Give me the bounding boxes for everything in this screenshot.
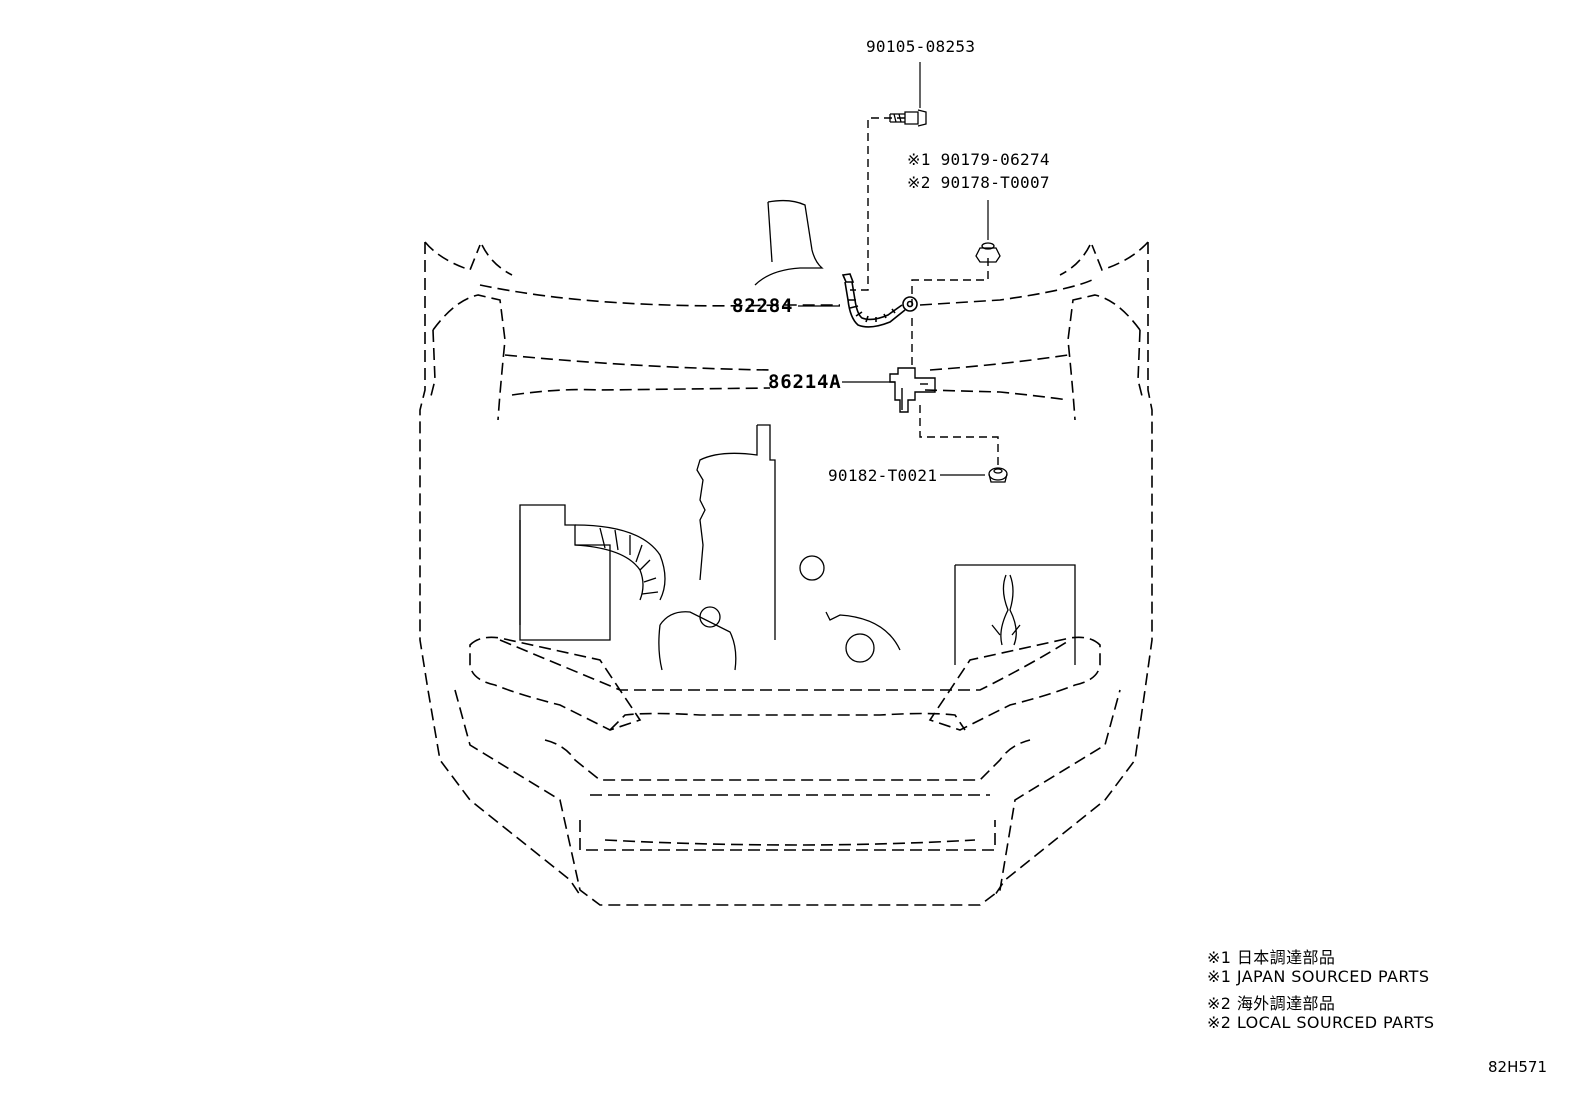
callout-nut-local: ※2 90178-T0007 bbox=[907, 173, 1050, 192]
callout-bolt-90105: 90105-08253 bbox=[866, 37, 976, 56]
vehicle-body-outline bbox=[419, 241, 1153, 906]
legend-line-local-en: ※2 LOCAL SOURCED PARTS bbox=[1207, 1013, 1435, 1032]
legend-line-local-jp: ※2 海外調達部品 bbox=[1207, 994, 1336, 1013]
legend-line-japan-jp: ※1 日本調達部品 bbox=[1207, 948, 1336, 967]
callout-leaders bbox=[798, 62, 989, 476]
ground-strap-82284 bbox=[841, 273, 918, 328]
engine-components bbox=[519, 199, 1076, 671]
nut-90179 bbox=[975, 242, 1001, 263]
bolt-90105 bbox=[889, 109, 927, 127]
callout-nut-japan: ※1 90179-06274 bbox=[907, 150, 1050, 169]
illustration-code: 82H571 bbox=[1488, 1058, 1547, 1076]
callout-ground-strap: 82284 bbox=[732, 295, 794, 317]
bracket-86214A bbox=[889, 367, 936, 413]
callout-clip-90182: 90182-T0021 bbox=[828, 466, 938, 485]
assembly-lines bbox=[850, 117, 999, 470]
callout-bracket: 86214A bbox=[768, 371, 842, 393]
clip-90182 bbox=[988, 467, 1008, 483]
legend-line-japan-en: ※1 JAPAN SOURCED PARTS bbox=[1207, 967, 1430, 986]
